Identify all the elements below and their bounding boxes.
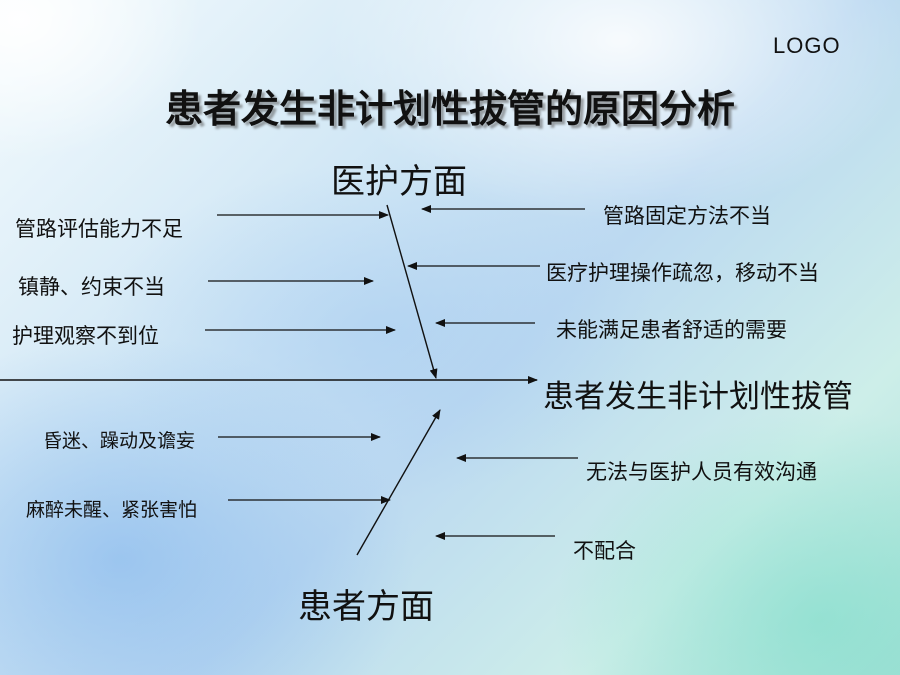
patient-bone-line: [356, 409, 441, 556]
slide-title: 患者发生非计划性拔管的原因分析: [164, 87, 735, 131]
cause-medical-right-1: 管路固定方法不当: [603, 204, 771, 228]
cause-patient-right-1: 无法与医护人员有效沟通: [586, 460, 817, 484]
cause-patient-left-2: 麻醉未醒、紧张害怕: [26, 499, 198, 521]
category-patient: 患者方面: [298, 587, 434, 627]
cause-patient-left-1: 昏迷、躁动及谵妄: [43, 430, 196, 452]
cause-medical-left-3: 护理观察不到位: [12, 324, 159, 348]
logo-text: LOGO: [773, 33, 841, 58]
cause-medical-right-3: 未能满足患者舒适的需要: [556, 318, 787, 342]
cause-patient-right-2: 不配合: [573, 539, 636, 563]
cause-medical-right-2: 医疗护理操作疏忽，移动不当: [546, 261, 819, 285]
effect-label: 患者发生非计划性拔管: [543, 379, 853, 415]
medical-bone-line: [386, 204, 438, 379]
cause-medical-left-2: 镇静、约束不当: [18, 275, 165, 299]
category-medical: 医护方面: [331, 162, 467, 202]
cause-medical-left-1: 管路评估能力不足: [15, 217, 183, 241]
